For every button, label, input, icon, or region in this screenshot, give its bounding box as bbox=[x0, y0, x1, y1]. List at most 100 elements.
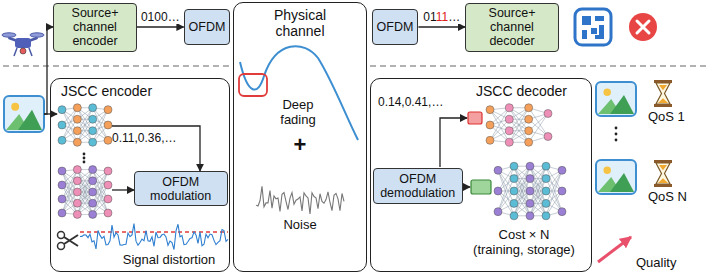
error-icon bbox=[629, 13, 657, 41]
error-icon bbox=[637, 21, 649, 33]
drone-icon bbox=[30, 33, 44, 37]
neural-network-icon bbox=[542, 187, 550, 195]
neural-network-icon bbox=[89, 104, 97, 112]
input-arrow bbox=[44, 27, 53, 114]
cost-note: Cost × N (training, storage) bbox=[472, 228, 576, 258]
neural-network-icon bbox=[526, 212, 534, 220]
ellipsis-dots bbox=[615, 127, 618, 130]
hourglass-icon bbox=[654, 184, 672, 187]
neural-network-icon bbox=[58, 167, 66, 175]
ofdm-signal-wave bbox=[80, 224, 228, 250]
scissors-icon bbox=[58, 232, 65, 239]
bit-run: 01 bbox=[423, 10, 436, 24]
neural-network-icon bbox=[73, 188, 81, 196]
neural-network-icon bbox=[486, 104, 552, 147]
neural-network-icon bbox=[510, 199, 518, 207]
box-label: OFDM bbox=[377, 20, 414, 34]
bit-sequence: 0111… bbox=[422, 10, 461, 24]
separator-line bbox=[3, 66, 230, 67]
encoder-box: Source+ channel encoder bbox=[53, 3, 137, 52]
plus-sign: + bbox=[288, 132, 312, 157]
neural-network-icon bbox=[558, 187, 566, 195]
neural-network-icon bbox=[89, 188, 97, 196]
neural-network-icon bbox=[530, 179, 546, 216]
corrupted-image-icon bbox=[582, 16, 604, 39]
neural-network-icon bbox=[58, 104, 112, 147]
hourglass-icon bbox=[656, 83, 670, 104]
neural-network-icon bbox=[89, 166, 97, 174]
separator-line bbox=[370, 66, 706, 67]
neural-network-icon bbox=[58, 136, 66, 144]
hourglass-icon bbox=[658, 98, 668, 103]
neural-network-icon bbox=[494, 162, 566, 220]
neural-network-icon bbox=[494, 208, 502, 216]
demodulation-box: OFDM demodulation bbox=[373, 168, 463, 204]
qos-label: QoS 1 bbox=[648, 110, 685, 125]
error-icon bbox=[629, 13, 657, 41]
hourglass-icon bbox=[654, 104, 672, 107]
hourglass-icon bbox=[654, 80, 672, 83]
feature-slot bbox=[471, 180, 491, 194]
fading-note: Deep fading bbox=[272, 98, 324, 128]
image-icon bbox=[603, 88, 610, 95]
neural-network-icon bbox=[77, 108, 92, 143]
neural-network-icon bbox=[89, 127, 97, 135]
neural-network-icon bbox=[494, 187, 502, 195]
feature-arrow bbox=[112, 126, 200, 171]
neural-network-icon bbox=[58, 106, 66, 114]
corrupted-image-icon bbox=[575, 9, 611, 45]
feature-arrow bbox=[112, 189, 134, 190]
neural-network-icon bbox=[89, 199, 97, 207]
deep-fade-marker bbox=[239, 74, 267, 96]
noise-wave bbox=[256, 186, 344, 214]
image-icon bbox=[603, 166, 610, 173]
neural-network-icon bbox=[542, 162, 550, 170]
drone-icon bbox=[20, 48, 26, 54]
flow-arrow bbox=[137, 26, 184, 27]
neural-network-icon bbox=[509, 108, 528, 143]
box-label: OFDM modulation bbox=[138, 175, 224, 203]
neural-network-icon bbox=[510, 175, 518, 183]
ofdm-box: OFDM bbox=[372, 9, 419, 45]
neural-network-icon bbox=[104, 195, 112, 203]
ellipsis-dots bbox=[83, 153, 86, 156]
neural-network-icon bbox=[77, 181, 92, 215]
decoder-box: Source+ channel decoder bbox=[465, 3, 559, 52]
image-icon bbox=[596, 82, 636, 116]
neural-network-icon bbox=[505, 115, 513, 123]
deep-fade-marker bbox=[239, 74, 267, 96]
encoder-panel: JSCC encoderOFDM modulation bbox=[50, 78, 230, 272]
neural-network-icon bbox=[58, 195, 66, 203]
feature-slot bbox=[471, 180, 491, 194]
clipping-threshold bbox=[80, 232, 228, 233]
feature-arrow bbox=[462, 187, 470, 188]
neural-network-icon bbox=[526, 175, 534, 183]
ellipsis-dots bbox=[615, 133, 618, 136]
neural-network-icon bbox=[558, 208, 566, 216]
neural-network-icon bbox=[104, 209, 112, 217]
neural-network-icon bbox=[73, 177, 81, 185]
neural-network-icon bbox=[514, 179, 530, 216]
scissors-icon bbox=[58, 243, 65, 250]
neural-network-icon bbox=[58, 121, 66, 129]
feature-arrow bbox=[112, 190, 134, 191]
feature-arrow bbox=[462, 186, 470, 187]
box-label: OFDM bbox=[189, 20, 226, 34]
neural-network-icon bbox=[73, 127, 81, 135]
neural-network-icon bbox=[544, 133, 552, 141]
neural-network-icon bbox=[525, 104, 533, 112]
neural-network-icon bbox=[486, 106, 494, 114]
hourglass-icon bbox=[658, 178, 668, 183]
box-label: Source+ channel decoder bbox=[469, 6, 555, 48]
panel-title: Physical channel bbox=[260, 8, 340, 39]
neural-network-icon bbox=[104, 106, 112, 114]
image-icon bbox=[596, 160, 636, 194]
feature-slot bbox=[468, 112, 482, 124]
separator-line bbox=[3, 65, 230, 67]
feature-arrow bbox=[112, 126, 200, 171]
quality-arrow bbox=[598, 237, 631, 262]
bit-run: 11 bbox=[436, 10, 448, 24]
box-label: Source+ channel encoder bbox=[57, 6, 133, 48]
separator-line bbox=[370, 65, 706, 67]
